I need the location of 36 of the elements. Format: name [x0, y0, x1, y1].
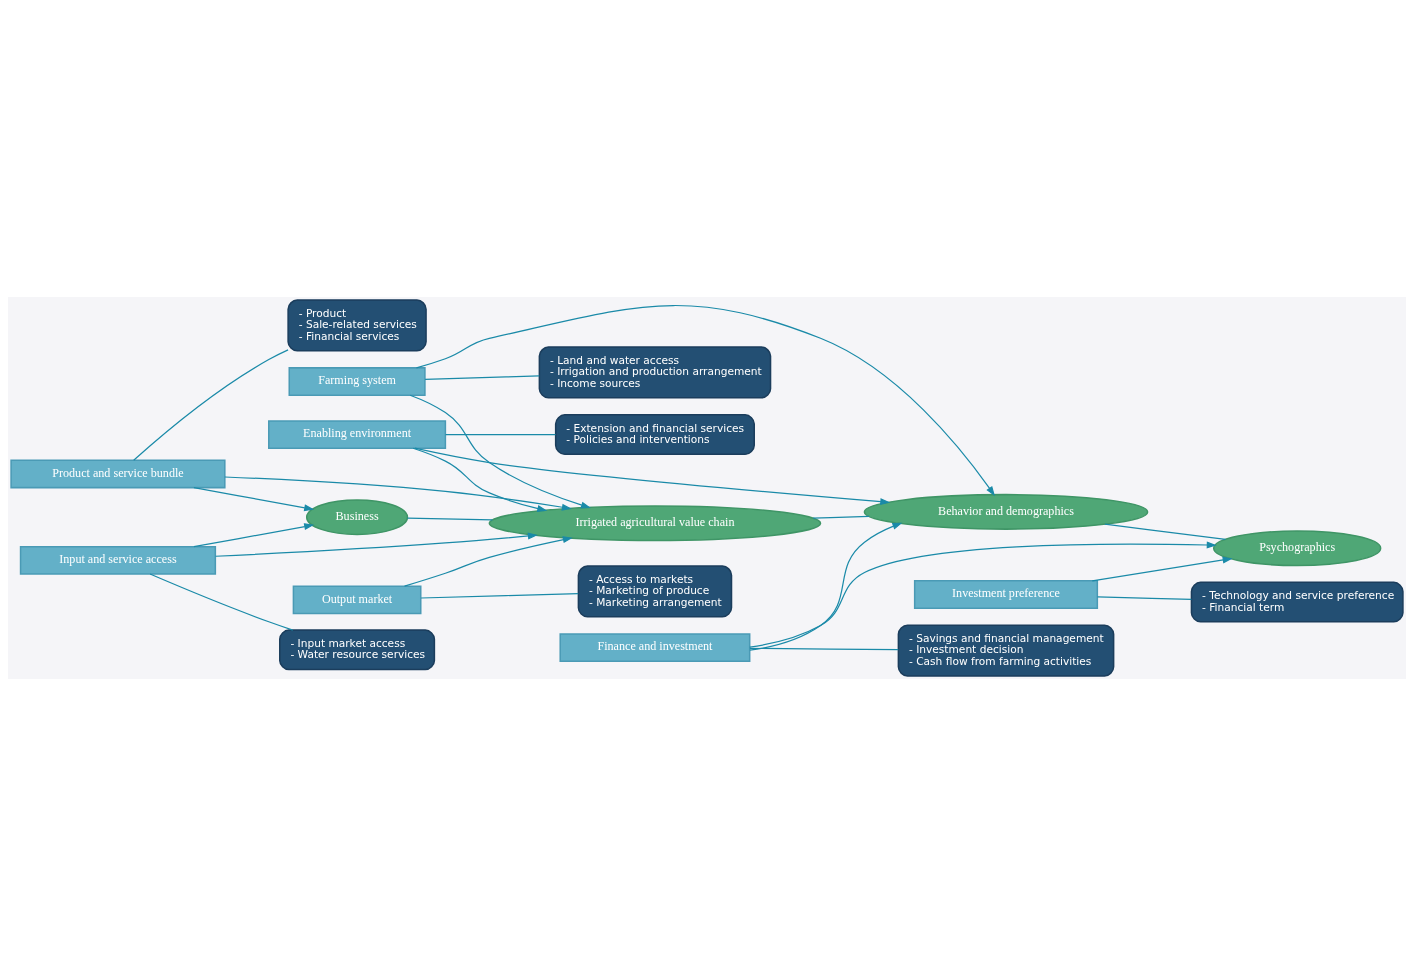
node-box: Input and service access	[19, 546, 217, 575]
arrow	[403, 536, 573, 587]
node-box: - Land and water access - Irrigation and production arrangement - Income sources	[538, 346, 772, 399]
arrow	[749, 541, 1217, 648]
connector	[812, 515, 870, 519]
arrow	[409, 394, 591, 509]
arrow	[193, 487, 315, 512]
node-box: - Input market access - Water resource services	[279, 629, 436, 671]
connector	[749, 647, 899, 651]
arrow	[412, 447, 548, 512]
arrow	[224, 476, 572, 511]
arrow	[414, 447, 891, 506]
connector	[133, 349, 289, 461]
node-box: - Savings and financial management - Investment decision - Cash flow from farming activities	[897, 624, 1115, 677]
connector	[424, 375, 540, 381]
node-box: Output market	[292, 585, 422, 615]
arrow	[1091, 556, 1233, 582]
node-box: Enabling environment	[268, 420, 447, 449]
node-box: Finance and investment	[559, 633, 751, 662]
node-box: - Technology and service preference - Financial term	[1190, 581, 1404, 623]
arrow	[415, 304, 995, 497]
node-box: - Access to markets - Marketing of produce - Marketing arrangement	[577, 565, 733, 618]
connector	[1096, 596, 1192, 600]
node-box: - Product - Sale-related services - Financial services	[287, 299, 427, 352]
node-box: Farming system	[288, 367, 426, 396]
connector	[420, 593, 579, 599]
node-box: - Extension and financial services - Policies and interventions	[554, 414, 755, 456]
node-box: Product and service bundle	[10, 459, 226, 489]
connector	[444, 433, 557, 436]
connector	[1104, 523, 1227, 540]
connector	[149, 573, 294, 631]
arrow	[749, 522, 903, 651]
connector	[406, 517, 494, 521]
arrow	[193, 523, 315, 548]
arrow	[215, 532, 538, 557]
node-box: Investment preference	[913, 580, 1099, 609]
